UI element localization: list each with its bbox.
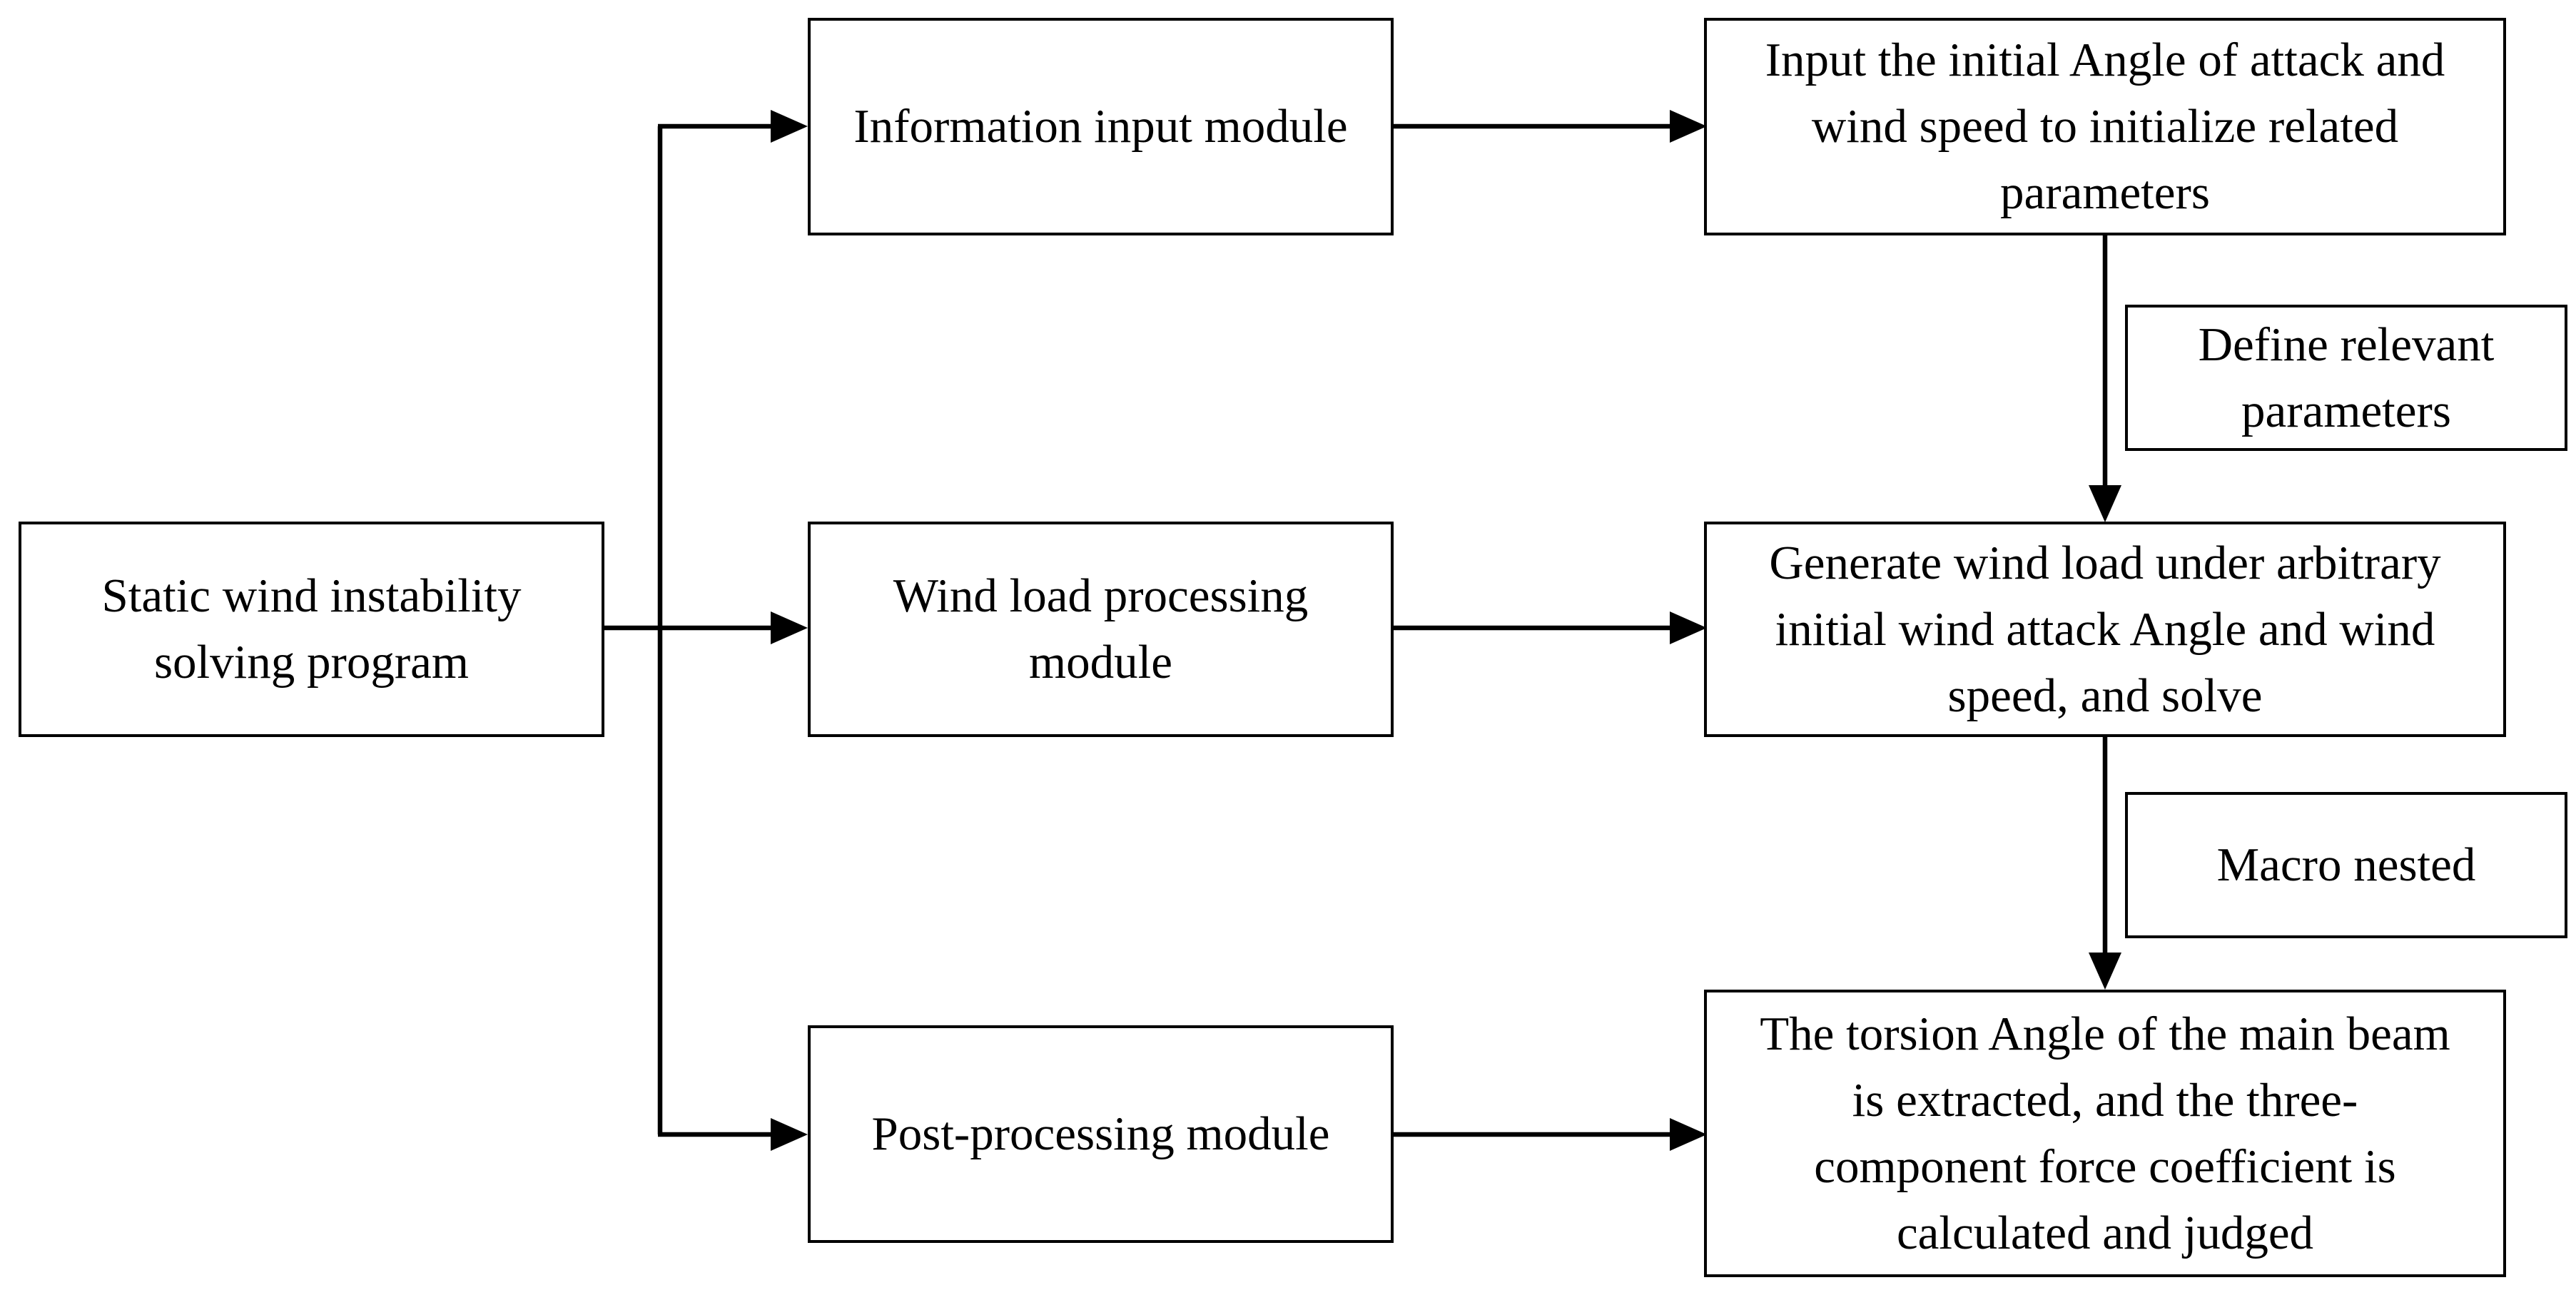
node-wind-load-module-label: Wind load processing module [893,569,1309,689]
label-define-params: Define relevant parameters [2125,305,2567,451]
node-init-params: Input the initial Angle of attack and wi… [1704,18,2506,235]
node-torsion-extract: The torsion Angle of the main beam is ex… [1704,990,2506,1277]
label-macro-nested: Macro nested [2125,792,2567,938]
node-post-processing-module-label: Post-processing module [871,1107,1330,1160]
node-main-program: Static wind instability solving program [19,522,604,737]
node-post-processing-module: Post-processing module [808,1025,1394,1243]
arrowhead-to-wind-load [771,611,808,644]
arrowhead-post-to-torsion [1670,1118,1707,1151]
label-macro-nested-text: Macro nested [2216,838,2476,891]
node-info-input-module-label: Information input module [853,100,1348,153]
node-init-params-label: Input the initial Angle of attack and wi… [1765,34,2445,219]
arrowhead-info-to-init [1670,110,1707,143]
node-generate-load-label: Generate wind load under arbitrary initi… [1769,536,2441,722]
node-generate-load: Generate wind load under arbitrary initi… [1704,522,2506,737]
arrowhead-to-info-input [771,110,808,143]
arrowhead-generate-to-torsion [2089,953,2121,990]
label-define-params-text: Define relevant parameters [2198,318,2495,437]
arrowhead-wind-to-generate [1670,611,1707,644]
node-wind-load-module: Wind load processing module [808,522,1394,737]
arrowhead-init-to-generate [2089,485,2121,522]
arrowhead-to-post-processing [771,1118,808,1151]
node-torsion-extract-label: The torsion Angle of the main beam is ex… [1760,1007,2450,1259]
node-info-input-module: Information input module [808,18,1394,235]
node-main-program-label: Static wind instability solving program [101,569,522,689]
